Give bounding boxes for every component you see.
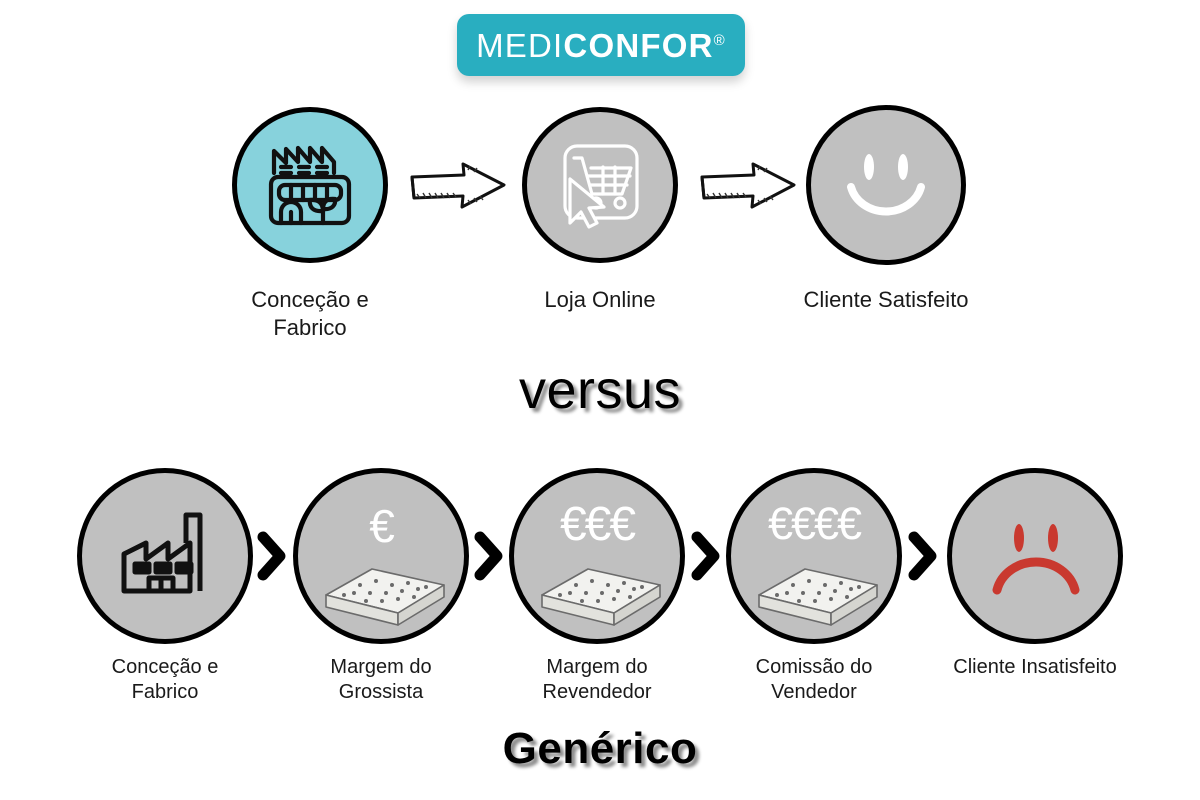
generic-step-2-label: Margem do Grossista xyxy=(271,655,491,705)
mediconfor-step-3-label: Cliente Satisfeito xyxy=(766,286,1006,314)
shopping-cart-cursor-icon xyxy=(563,144,639,229)
logo-text: MEDICONFOR® xyxy=(476,29,726,62)
label-line-2: Revendedor xyxy=(542,681,652,703)
sketch-arrow-icon xyxy=(408,160,508,216)
euro-symbols: € xyxy=(369,500,395,552)
label-line-1: Loja Online xyxy=(544,287,656,312)
generic-step-5-label: Cliente Insatisfeito xyxy=(925,655,1145,680)
mediconfor-step-2-label: Loja Online xyxy=(480,286,720,314)
mediconfor-step-3-circle[interactable] xyxy=(806,105,966,265)
generic-step-4-circle[interactable]: €€€€ xyxy=(726,468,902,644)
label-line-1: Conceção e xyxy=(251,287,369,312)
versus-divider-text: versus xyxy=(518,360,682,420)
mattress-icon xyxy=(325,568,445,626)
mediconfor-step-2-circle[interactable] xyxy=(522,107,678,263)
mediconfor-step-1-label: Conceção e Fabrico xyxy=(190,286,430,341)
generic-step-1-label: Conceção e Fabrico xyxy=(55,655,275,705)
sketch-arrow-icon xyxy=(698,160,798,216)
eco-factory-building-icon xyxy=(268,145,352,226)
label-line-1: Margem do xyxy=(546,656,648,678)
factory-icon xyxy=(121,512,203,594)
label-line-2: Grossista xyxy=(338,681,424,703)
mediconfor-logo: MEDICONFOR® xyxy=(457,14,745,76)
generic-step-3-label: Margem do Revendedor xyxy=(487,655,707,705)
chevron-right-icon xyxy=(255,529,289,583)
label-line-1: Comissão do xyxy=(755,656,873,678)
mediconfor-step-1-circle[interactable] xyxy=(232,107,388,263)
label-line-2: Fabrico xyxy=(131,681,199,703)
label-line-1: Cliente Insatisfeito xyxy=(953,656,1117,678)
mattress-icon xyxy=(758,568,878,626)
happy-face-icon xyxy=(847,154,925,216)
registered-trademark-icon: ® xyxy=(713,31,726,49)
label-line-1: Conceção e xyxy=(111,656,219,678)
logo-prefix: MEDI xyxy=(476,26,564,64)
mattress-icon xyxy=(541,568,661,626)
label-line-1: Cliente Satisfeito xyxy=(803,287,969,312)
chevron-right-icon xyxy=(689,529,723,583)
chevron-right-icon xyxy=(472,529,506,583)
generic-step-4-label: Comissão do Vendedor xyxy=(704,655,924,705)
sad-face-icon xyxy=(992,524,1080,595)
euro-symbols: €€€ xyxy=(559,498,636,551)
chevron-right-icon xyxy=(906,529,940,583)
euro-symbols: €€€€ xyxy=(767,498,862,549)
label-line-1: Margem do xyxy=(330,656,432,678)
generic-step-5-circle[interactable] xyxy=(947,468,1123,644)
generico-title-text: Genérico xyxy=(502,724,698,773)
label-line-2: Vendedor xyxy=(771,681,857,703)
generic-step-3-circle[interactable]: €€€ xyxy=(509,468,685,644)
generic-step-1-circle[interactable] xyxy=(77,468,253,644)
logo-suffix: CONFOR xyxy=(563,26,714,64)
label-line-2: Fabrico xyxy=(273,314,347,340)
generic-step-2-circle[interactable]: € xyxy=(293,468,469,644)
